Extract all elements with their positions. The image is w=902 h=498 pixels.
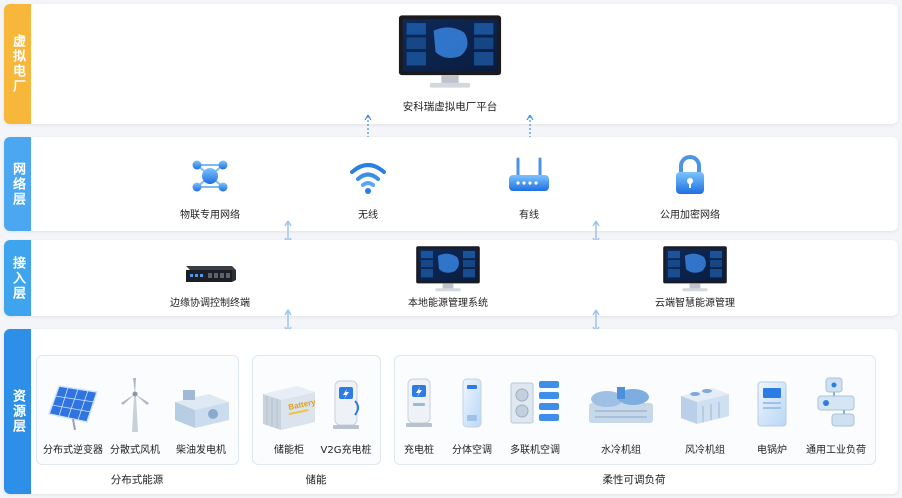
wind-turbine-icon bbox=[115, 376, 155, 438]
resource-label-electric-boiler: 电锅炉 bbox=[757, 445, 787, 456]
layer-title-access: 接入层 bbox=[4, 240, 31, 316]
monitor-dashboard-icon bbox=[662, 245, 728, 297]
layer-title-resource: 资源层 bbox=[4, 329, 31, 494]
battery-container-icon: Battery bbox=[259, 380, 319, 438]
edge-terminal-icon bbox=[182, 260, 238, 290]
split-ac-icon bbox=[459, 377, 485, 433]
resource-label-inverter: 分布式逆变器 bbox=[43, 445, 103, 456]
resource-label-air-chiller: 风冷机组 bbox=[685, 445, 725, 456]
group-title-distributed-energy: 分布式能源 bbox=[110, 474, 164, 486]
double-arrow bbox=[592, 309, 600, 333]
resource-label-water-chiller: 水冷机组 bbox=[601, 445, 641, 456]
resource-label-wind: 分散式风机 bbox=[110, 445, 160, 456]
resource-label-vrf: 多联机空调 bbox=[510, 445, 560, 456]
water-chiller-icon bbox=[585, 381, 657, 433]
iot-network-icon bbox=[189, 155, 231, 201]
network-label-wired: 有线 bbox=[519, 210, 539, 221]
monitor-dashboard-icon bbox=[415, 245, 481, 297]
group-title-flexible-load: 柔性可调负荷 bbox=[602, 474, 666, 486]
lock-icon bbox=[670, 153, 710, 201]
double-arrow bbox=[284, 220, 292, 244]
layer-title-network: 网络层 bbox=[4, 137, 31, 231]
network-label-wireless: 无线 bbox=[358, 210, 378, 221]
electric-boiler-icon bbox=[752, 378, 792, 434]
access-label-cloud-ems: 云端智慧能源管理 bbox=[655, 298, 735, 309]
platform-label: 安科瑞虚拟电厂平台 bbox=[402, 101, 498, 113]
access-label-local-ems: 本地能源管理系统 bbox=[408, 298, 488, 309]
resource-label-diesel: 柴油发电机 bbox=[176, 445, 226, 456]
double-arrow bbox=[284, 309, 292, 333]
charging-pile-icon bbox=[403, 377, 435, 433]
resource-label-charging-pile: 充电桩 bbox=[404, 445, 434, 456]
charging-pile-icon bbox=[329, 379, 363, 435]
network-label-encrypted: 公用加密网络 bbox=[660, 210, 720, 221]
monitor-dashboard-icon bbox=[397, 13, 503, 95]
resource-label-storage-cabinet: 储能柜 bbox=[274, 445, 304, 456]
resource-label-v2g: V2G充电桩 bbox=[320, 445, 372, 456]
router-icon bbox=[506, 155, 552, 201]
layer-title-vpp: 虚拟电厂 bbox=[4, 4, 31, 124]
group-title-storage: 储能 bbox=[305, 474, 327, 486]
resource-label-split-ac: 分体空调 bbox=[452, 445, 492, 456]
network-label-iot: 物联专用网络 bbox=[180, 210, 240, 221]
air-chiller-icon bbox=[677, 382, 733, 432]
resource-label-industrial-load: 通用工业负荷 bbox=[806, 445, 866, 456]
double-arrow bbox=[592, 220, 600, 244]
network-layer-panel: 网络层 bbox=[4, 137, 898, 231]
vrf-ac-icon bbox=[509, 377, 561, 433]
industrial-load-icon bbox=[814, 376, 858, 434]
solar-panel-icon bbox=[45, 382, 101, 436]
wifi-icon bbox=[348, 157, 388, 201]
access-label-edge: 边缘协调控制终端 bbox=[170, 298, 250, 309]
diesel-generator-icon bbox=[169, 384, 233, 436]
